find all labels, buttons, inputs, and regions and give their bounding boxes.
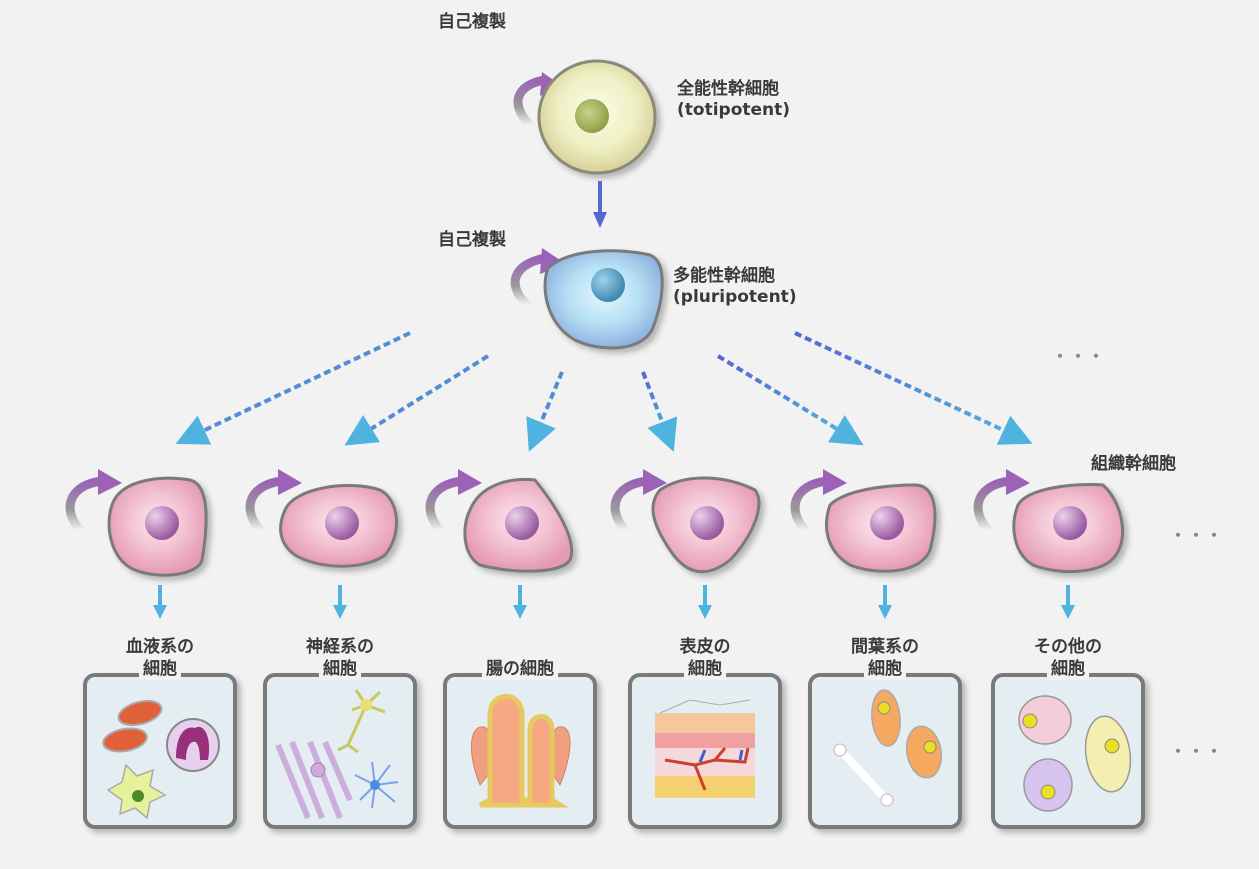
tissue-stem-cell <box>65 469 208 619</box>
skin-cells-icon <box>655 699 755 798</box>
totipotent-cell <box>513 59 657 175</box>
nucleus <box>575 99 609 133</box>
tissue-stem-cell <box>245 469 398 619</box>
self-renewal-arrow-icon <box>610 476 652 535</box>
arrow-down-totipotent-to-pluripotent <box>593 181 607 228</box>
arrow-to-blood-stem <box>175 331 411 445</box>
self-renewal-label-top: 自己複製 <box>438 12 506 32</box>
pluripotent-name-ja: 多能性幹細胞 <box>673 266 775 286</box>
blood-cells-icon <box>102 699 220 820</box>
bone-icon <box>833 743 894 807</box>
arrow-down-icon <box>698 585 712 619</box>
tissue-stem-cell <box>973 469 1125 619</box>
arrow-to-other-stem <box>794 331 1033 445</box>
category-label-line2: 細胞 <box>139 658 181 680</box>
tissue-stem-cell <box>790 469 937 619</box>
nucleus <box>325 506 359 540</box>
self-renewal-arrow-icon <box>425 476 467 535</box>
category-label-line2: 腸の細胞 <box>482 658 558 680</box>
other-cells-icon <box>1018 695 1132 812</box>
category-label-line1: その他の <box>1034 637 1102 657</box>
arrow-to-mesenchymal-stem <box>716 354 864 446</box>
self-renewal-arrow-icon <box>513 75 550 130</box>
category-label: 間葉系の細胞 <box>810 636 960 680</box>
totipotent-label: 全能性幹細胞 (totipotent) <box>677 79 790 122</box>
self-renewal-arrow-icon <box>510 253 550 310</box>
category-label-line1: 間葉系の <box>851 637 919 657</box>
tissue-stem-cell-label: 組織幹細胞 <box>1091 454 1176 474</box>
totipotent-name-en: (totipotent) <box>677 100 791 121</box>
self-renewal-arrow-icon <box>973 476 1015 535</box>
pluripotent-label: 多能性幹細胞 (pluripotent) <box>673 266 797 309</box>
category-label-line2: 細胞 <box>864 658 906 680</box>
category-label: 腸の細胞 <box>445 658 595 680</box>
category-label-line2: 細胞 <box>1047 658 1089 680</box>
tissue-stem-cell <box>610 469 761 619</box>
pluripotent-cell <box>510 248 664 350</box>
nucleus <box>1053 506 1087 540</box>
arrow-to-nerve-stem <box>344 354 490 446</box>
mesenchymal-cells-icon <box>833 689 943 807</box>
arrow-down-icon <box>878 585 892 619</box>
self-renewal-arrow-icon <box>245 476 287 535</box>
ellipsis-pluripotent: ・・・ <box>1052 347 1107 366</box>
category-label-line1: 神経系の <box>306 637 374 657</box>
nucleus <box>690 506 724 540</box>
category-label: 血液系の細胞 <box>85 636 235 680</box>
category-label: 表皮の細胞 <box>630 636 780 680</box>
category-boxes <box>83 673 1145 829</box>
nucleus <box>591 268 625 302</box>
arrow-down-icon <box>1061 585 1075 619</box>
category-label-line2: 細胞 <box>319 658 361 680</box>
totipotent-name-ja: 全能性幹細胞 <box>677 79 779 99</box>
category-label: その他の細胞 <box>993 636 1143 680</box>
arrow-down-icon <box>153 585 167 619</box>
differentiation-arrows <box>175 331 1033 452</box>
arrow-to-skin-stem <box>641 371 678 452</box>
category-label: 神経系の細胞 <box>265 636 415 680</box>
arrow-to-intestine-stem <box>526 371 564 452</box>
nucleus <box>505 506 539 540</box>
ellipsis-categories: ・・・ <box>1170 742 1225 761</box>
category-box <box>263 673 417 829</box>
pluripotent-name-en: (pluripotent) <box>673 287 797 308</box>
nucleus <box>870 506 904 540</box>
nerve-cells-icon <box>275 689 399 820</box>
category-label-line1: 血液系の <box>126 637 194 657</box>
self-renewal-arrow-icon <box>790 476 832 535</box>
self-renewal-arrow-icon <box>65 476 107 535</box>
arrow-down-icon <box>333 585 347 619</box>
arrow-down-icon <box>513 585 527 619</box>
tissue-stem-cell <box>425 469 574 619</box>
tissue-stem-cells <box>65 469 1125 619</box>
nucleus <box>145 506 179 540</box>
ellipsis-tissue-stem: ・・・ <box>1170 526 1225 545</box>
self-renewal-label-middle: 自己複製 <box>438 230 506 250</box>
category-label-line2: 細胞 <box>684 658 726 680</box>
category-label-line1: 表皮の <box>679 637 731 657</box>
intestine-cells-icon <box>470 693 571 808</box>
